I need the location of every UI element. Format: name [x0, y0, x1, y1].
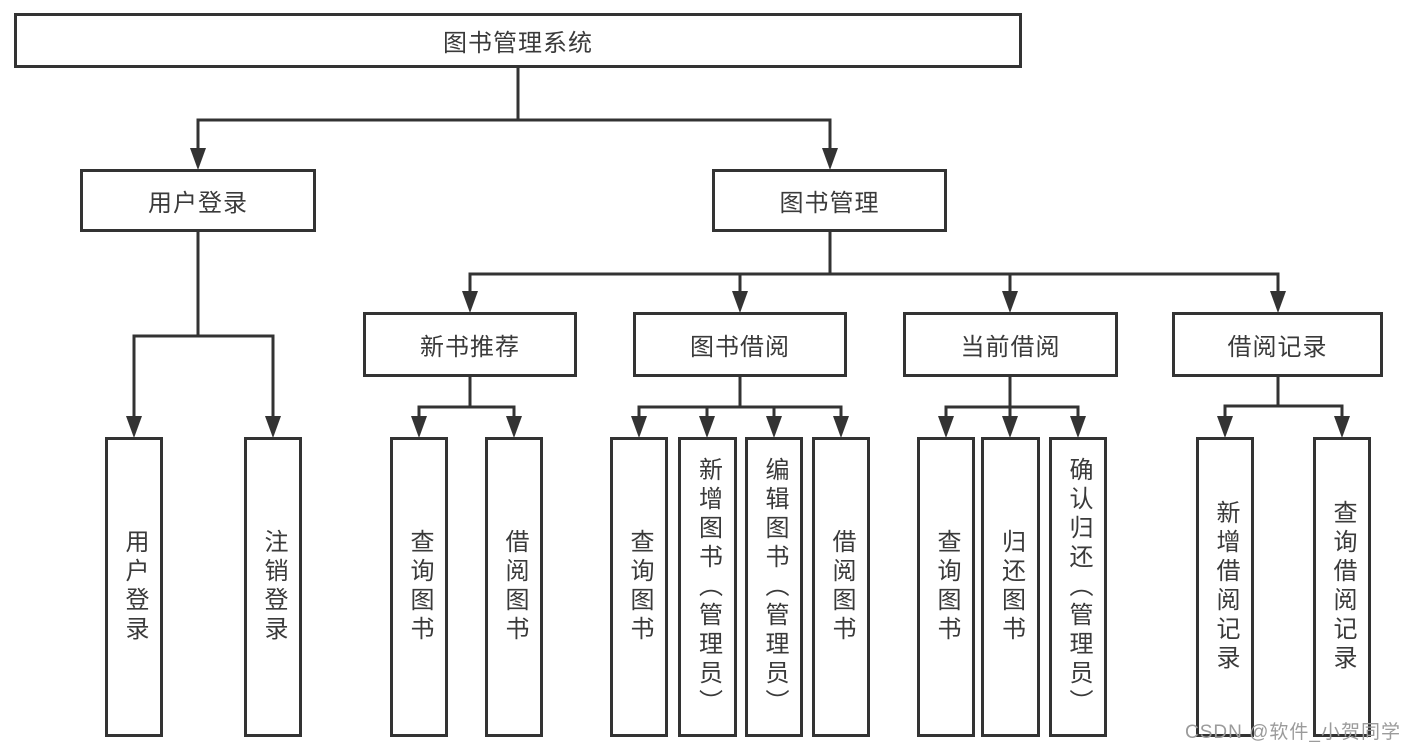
leaf-borrow-books-recommend: 借阅图书 [485, 437, 543, 737]
watermark: CSDN @软件_小贺同学 [1185, 722, 1401, 743]
node-book-borrowing: 图书借阅 [633, 312, 847, 377]
leaf-query-books-current: 查询图书 [917, 437, 975, 737]
leaf-add-books-admin: 新增图书（管理员） [678, 437, 737, 737]
leaf-add-borrow-record: 新增借阅记录 [1196, 437, 1254, 737]
leaf-confirm-return-admin: 确认归还（管理员） [1049, 437, 1107, 737]
leaf-query-books-recommend: 查询图书 [390, 437, 448, 737]
connector-records-to-leaves [1217, 377, 1350, 438]
connector-login-to-leaves [126, 232, 281, 438]
leaf-user-login: 用户登录 [105, 437, 163, 737]
leaf-logout: 注销登录 [244, 437, 302, 737]
connector-recommend-to-leaves [411, 377, 522, 438]
leaf-query-borrow-record: 查询借阅记录 [1313, 437, 1371, 737]
connector-root-to-level2 [190, 68, 838, 170]
node-book-management: 图书管理 [712, 169, 947, 232]
connector-current-to-leaves [938, 377, 1086, 438]
node-borrowing-records: 借阅记录 [1172, 312, 1383, 377]
node-new-book-recommend: 新书推荐 [363, 312, 577, 377]
leaf-query-books-borrowing: 查询图书 [610, 437, 668, 737]
node-user-login: 用户登录 [80, 169, 316, 232]
leaf-borrow-books-borrowing: 借阅图书 [812, 437, 870, 737]
connector-management-to-level3 [462, 232, 1286, 313]
leaf-edit-books-admin: 编辑图书（管理员） [745, 437, 803, 737]
leaf-return-books: 归还图书 [981, 437, 1040, 737]
node-current-borrowing: 当前借阅 [903, 312, 1118, 377]
node-library-system-root: 图书管理系统 [14, 13, 1022, 68]
connector-borrowing-to-leaves [631, 377, 849, 438]
